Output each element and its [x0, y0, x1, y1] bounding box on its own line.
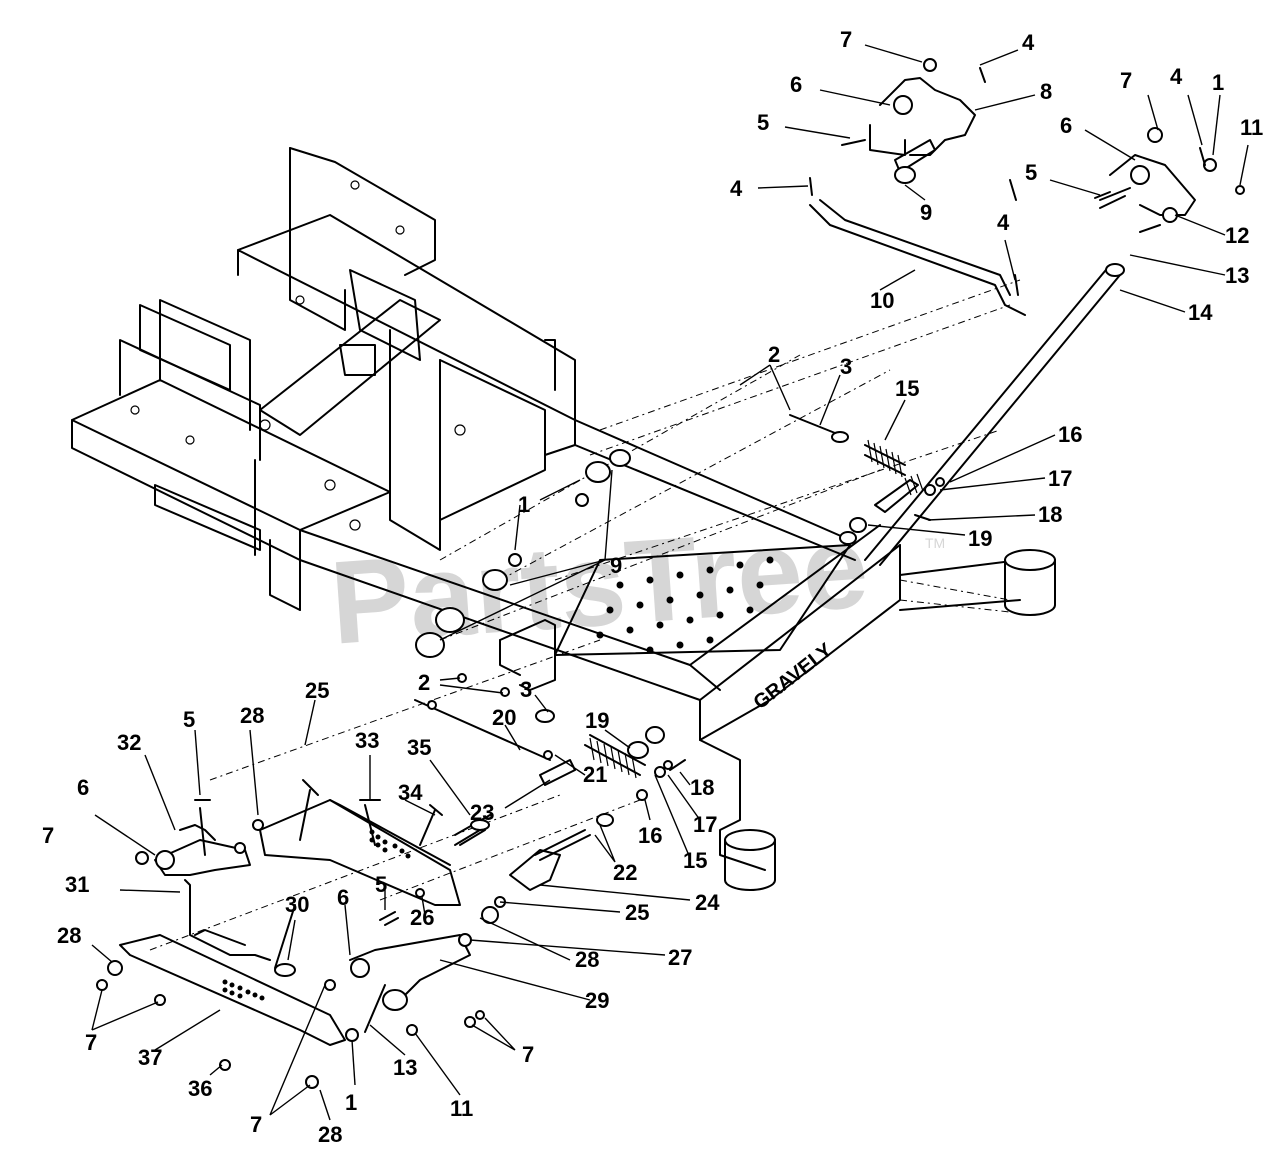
callout-label: 11 [1240, 115, 1263, 140]
callout-label: 15 [895, 376, 919, 401]
callout-label: 6 [77, 775, 89, 800]
callout-label: 10 [870, 288, 894, 313]
callout-label: 7 [1120, 68, 1132, 93]
callout-label: 9 [920, 200, 932, 225]
callout-label: 13 [393, 1055, 417, 1080]
callout-label: 17 [693, 812, 717, 837]
callout-label: 19 [968, 526, 992, 551]
callout-label: 21 [583, 762, 607, 787]
callout-label: 5 [183, 707, 195, 732]
callout-label: 12 [1225, 223, 1249, 248]
callout-label: 25 [305, 678, 329, 703]
callout-label: 7 [840, 27, 852, 52]
callout-label: 16 [1058, 422, 1082, 447]
callout-label: 18 [1038, 502, 1062, 527]
callout-label: 4 [1022, 30, 1035, 55]
callout-label: 18 [690, 775, 714, 800]
callout-label: 1 [518, 492, 530, 517]
callout-label: 6 [337, 885, 349, 910]
callout-label: 16 [638, 823, 662, 848]
callout-label: 28 [575, 947, 599, 972]
callout-label: 15 [683, 848, 707, 873]
callout-label: 4 [997, 210, 1010, 235]
callout-label: 28 [318, 1122, 342, 1147]
callout-label: 1 [1212, 70, 1224, 95]
callout-label: 5 [375, 872, 387, 897]
callout-label: 33 [355, 728, 379, 753]
callout-label: 24 [695, 890, 720, 915]
callout-label: 30 [285, 892, 309, 917]
callout-label: 35 [407, 735, 431, 760]
callout-label: 14 [1188, 300, 1213, 325]
callout-label: 8 [1040, 79, 1052, 104]
callout-labels: 7 4 6 8 5 7 4 1 11 6 5 4 9 12 4 13 10 14… [42, 27, 1263, 1147]
callout-label: 36 [188, 1076, 212, 1101]
callout-label: 19 [585, 708, 609, 733]
callout-label: 29 [585, 988, 609, 1013]
callout-label: 3 [520, 677, 532, 702]
callout-label: 7 [522, 1042, 534, 1067]
callout-label: 4 [1170, 64, 1183, 89]
callout-label: 27 [668, 945, 692, 970]
callout-label: 32 [117, 730, 141, 755]
callout-label: 7 [42, 823, 54, 848]
callout-label: 6 [1060, 113, 1072, 138]
callout-label: 7 [250, 1112, 262, 1137]
callout-label: 5 [757, 110, 769, 135]
callout-label: 31 [65, 872, 89, 897]
callout-label: 34 [398, 780, 423, 805]
watermark-text: PartsTree [326, 500, 872, 669]
upper-right-assembly [809, 58, 1245, 566]
callout-label: 4 [730, 176, 743, 201]
callout-label: 7 [85, 1030, 97, 1055]
callout-label: 20 [492, 705, 516, 730]
callout-label: 2 [768, 342, 780, 367]
callout-label: 17 [1048, 466, 1072, 491]
callout-label: 13 [1225, 263, 1249, 288]
callout-label: 25 [625, 900, 649, 925]
leader-lines [91, 44, 1249, 1121]
callout-label: 26 [410, 905, 434, 930]
callout-label: 28 [57, 923, 81, 948]
callout-label: 22 [613, 860, 637, 885]
callout-label: 28 [240, 703, 264, 728]
callout-label: 1 [345, 1090, 357, 1115]
lower-left-assembly [96, 779, 614, 1089]
callout-label: 9 [610, 553, 622, 578]
callout-label: 2 [418, 670, 430, 695]
watermark-trademark: TM [925, 535, 945, 551]
callout-label: 11 [450, 1096, 473, 1121]
callout-label: 3 [840, 354, 852, 379]
callout-label: 6 [790, 72, 802, 97]
callout-label: 5 [1025, 160, 1037, 185]
callout-label: 23 [470, 800, 494, 825]
callout-label: 37 [138, 1045, 162, 1070]
linkage-hardware [414, 414, 945, 846]
